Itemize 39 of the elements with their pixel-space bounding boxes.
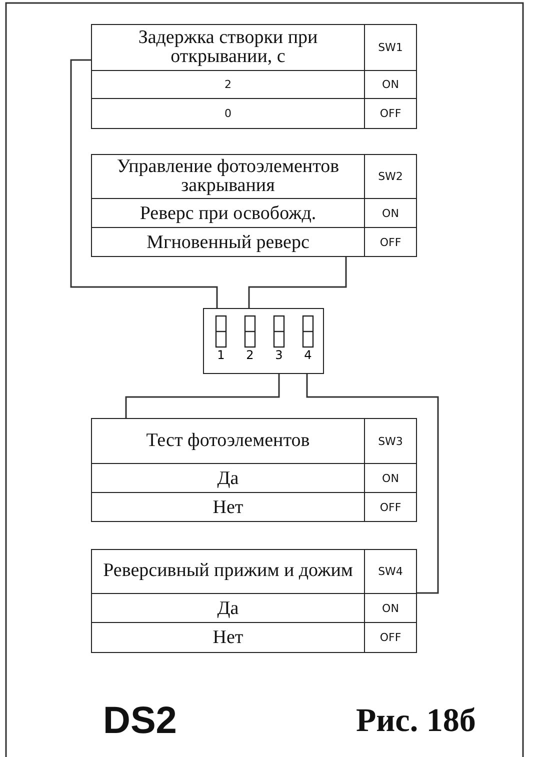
option-text: Да [92,594,365,623]
table-header: Управление фотоэлементов закрывания [92,155,365,199]
switch-name: SW4 [365,550,416,594]
dip-switch [203,308,324,374]
state-label: ON [365,199,416,228]
option-text: 0 [92,99,365,128]
table-header: Тест фотоэлементов [92,419,365,464]
switch-name: SW3 [365,419,416,464]
state-label: OFF [378,630,402,646]
state-label: ON [365,464,416,493]
switch-number: 3 [275,349,283,361]
settings-table [91,549,417,653]
device-label: DS2 [103,700,177,743]
connector-line [248,255,347,308]
table-header: Задержка створки при открывании, с [92,25,365,71]
connector-line [70,59,218,308]
switch-number: 4 [304,349,312,361]
option-text: Реверс при освобожд. [92,199,365,228]
state-label: ON [365,71,416,99]
option-text: Да [92,464,365,493]
option-text: Мгновенный реверс [92,228,365,256]
option-text: Нет [92,493,365,521]
switch-name: SW2 [365,155,416,199]
option-text: Нет [92,623,365,652]
figure-number: Рис. 18б [356,703,476,740]
table-header: Реверсивный прижим и дожим [92,550,365,594]
state-label: OFF [378,500,402,516]
switch-number: 1 [217,349,225,361]
state-label: OFF [378,234,402,250]
settings-table [91,418,417,522]
option-text: 2 [92,71,365,99]
state-label: OFF [378,106,402,122]
state-label: ON [365,594,416,623]
switch-number: 2 [246,349,254,361]
connector-line [306,374,439,594]
settings-table [91,154,417,257]
settings-table [91,24,417,129]
connector-line [125,374,280,418]
switch-name: SW1 [365,25,416,71]
